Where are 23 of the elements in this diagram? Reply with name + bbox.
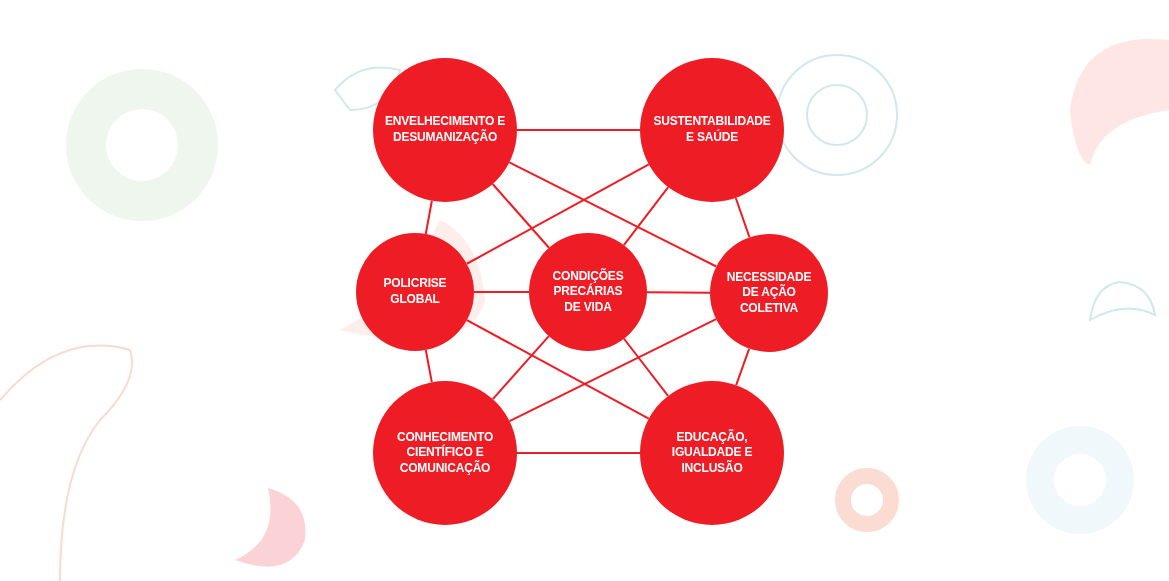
connector-line — [734, 196, 751, 239]
connector-line — [424, 199, 433, 235]
connector-line — [623, 337, 670, 397]
topic-label: EDUCAÇÃO, IGUALDADE E INCLUSÃO — [670, 429, 754, 477]
topic-label: ENVELHECIMENTO E DESUMANIZAÇÃO — [384, 114, 506, 146]
topic-label: CONDIÇÕES PRECÁRIAS DE VIDA — [551, 268, 625, 316]
connector-line — [508, 161, 718, 268]
connector-line — [424, 349, 433, 384]
topic-label: SUSTENTABILIDADE E SAÚDE — [652, 114, 772, 146]
connector-line — [646, 291, 711, 294]
topic-label: NECESSIDADE DE AÇÃO COLETIVA — [725, 269, 813, 317]
connector-line — [622, 186, 670, 247]
connector-line — [516, 452, 641, 454]
connector-line — [516, 129, 641, 131]
topic-label: POLICRISE GLOBAL — [382, 276, 448, 308]
connector-line — [473, 291, 530, 293]
connector-line — [465, 163, 650, 265]
connector-line — [735, 347, 751, 387]
connector-line — [508, 318, 718, 423]
connector-line — [491, 335, 550, 401]
connector-line — [491, 183, 550, 249]
connector-line — [465, 319, 650, 420]
topic-label: CONHECIMENTO CIENTÍFICO E COMUNICAÇÃO — [395, 429, 495, 477]
